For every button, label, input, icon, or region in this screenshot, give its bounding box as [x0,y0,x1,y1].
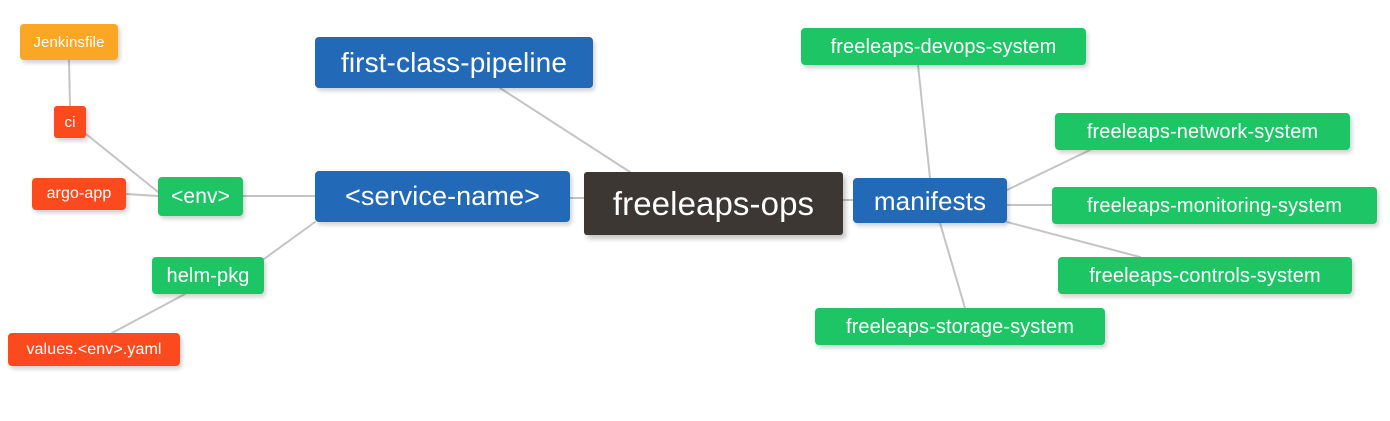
node-env[interactable]: <env> [158,177,243,216]
node-freeleaps-monitoring-system[interactable]: freeleaps-monitoring-system [1052,187,1377,224]
edge-manifests-to-freeleaps-storage-system [939,222,966,309]
node-freeleaps-network-system[interactable]: freeleaps-network-system [1055,113,1350,150]
edge-first-class-pipeline-to-freeleaps-ops [499,87,631,173]
node-argo-app[interactable]: argo-app [32,178,126,210]
edge-manifests-to-freeleaps-devops-system [917,64,931,179]
node-first-class-pipeline[interactable]: first-class-pipeline [315,37,593,88]
node-values-yaml[interactable]: values.<env>.yaml [8,333,180,366]
node-freeleaps-controls-system[interactable]: freeleaps-controls-system [1058,257,1352,294]
edge-argo-app-to-env [125,193,159,197]
node-freeleaps-ops[interactable]: freeleaps-ops [584,172,843,235]
edge-helm-pkg-to-values-yaml [111,293,186,334]
node-freeleaps-devops-system[interactable]: freeleaps-devops-system [801,28,1086,65]
edge-jenkinsfile-to-ci [68,59,71,107]
node-jenkinsfile[interactable]: Jenkinsfile [20,24,118,60]
node-service-name[interactable]: <service-name> [315,171,570,222]
edge-manifests-to-freeleaps-network-system [1006,149,1091,191]
edge-manifests-to-freeleaps-controls-system [1006,221,1141,258]
node-manifests[interactable]: manifests [853,178,1007,223]
node-helm-pkg[interactable]: helm-pkg [152,257,264,294]
edge-service-name-to-helm-pkg [263,221,316,260]
node-freeleaps-storage-system[interactable]: freeleaps-storage-system [815,308,1105,345]
node-ci[interactable]: ci [54,106,86,138]
